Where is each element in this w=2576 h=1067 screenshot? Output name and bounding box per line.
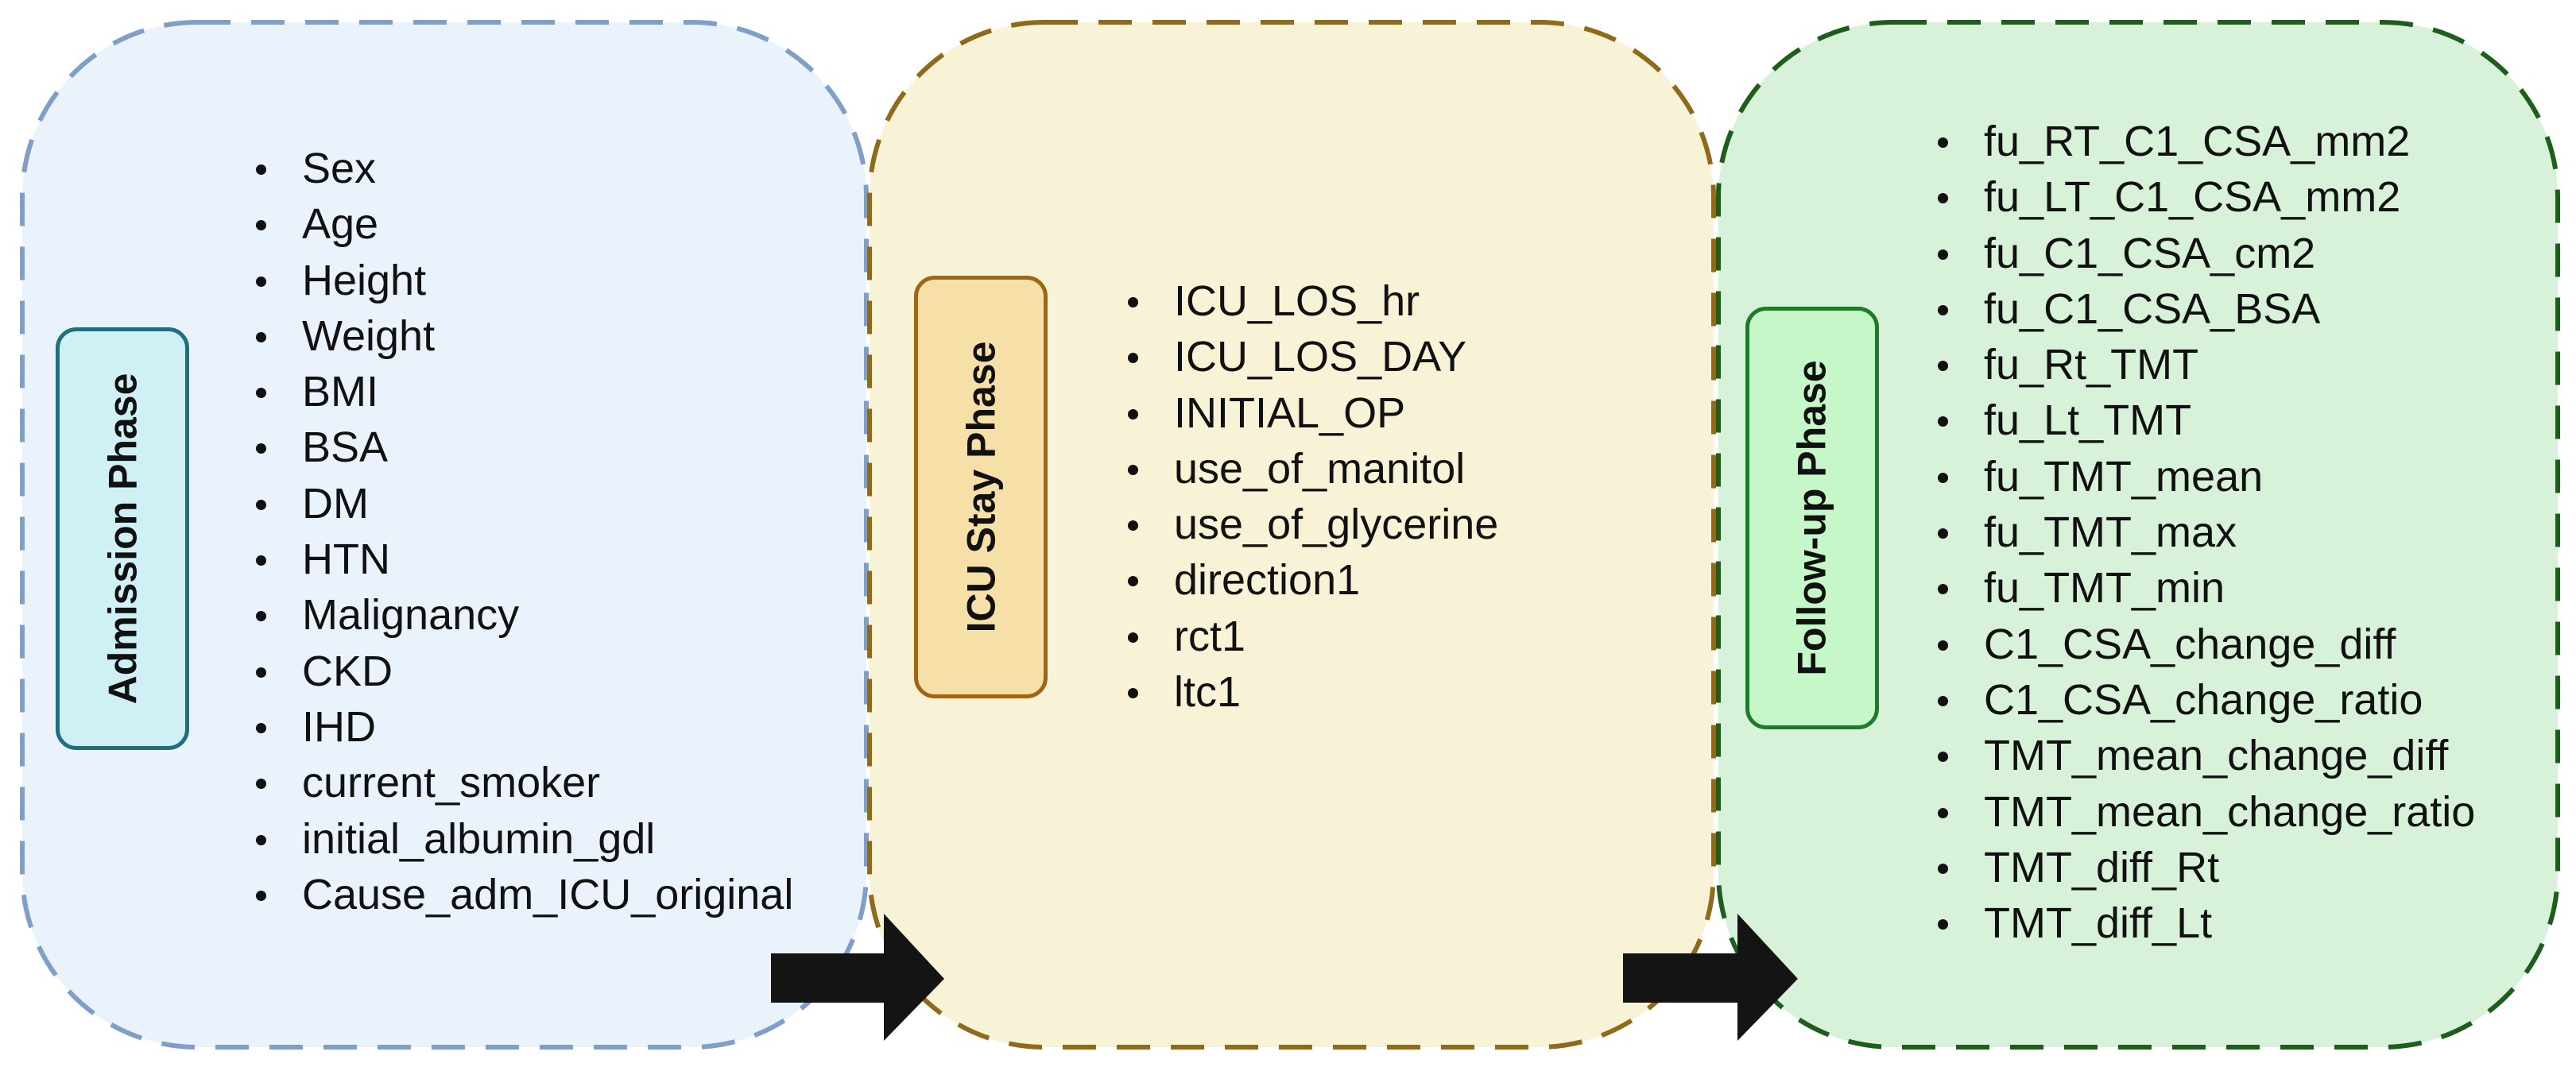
list-item: Cause_adm_ICU_original <box>251 867 793 922</box>
list-item: fu_TMT_mean <box>1933 449 2475 505</box>
admission-phase-box <box>20 20 869 1050</box>
list-item: fu_TMT_min <box>1933 560 2475 616</box>
follow-up-phase-title: Follow-up Phase <box>1790 360 1834 676</box>
list-item: ICU_LOS_DAY <box>1123 329 1498 385</box>
admission-variable-list: Sex Age Height Weight BMI BSA DM HTN Mal… <box>251 141 793 922</box>
list-item: rct1 <box>1123 609 1498 664</box>
list-item: ICU_LOS_hr <box>1123 273 1498 329</box>
icu-stay-variable-list: ICU_LOS_hr ICU_LOS_DAY INITIAL_OP use_of… <box>1123 273 1498 720</box>
icu-stay-phase-title: ICU Stay Phase <box>959 341 1004 633</box>
list-item: TMT_diff_Lt <box>1933 895 2475 951</box>
list-item: fu_TMT_max <box>1933 505 2475 560</box>
follow-up-variable-list: fu_RT_C1_CSA_mm2 fu_LT_C1_CSA_mm2 fu_C1_… <box>1933 114 2475 951</box>
list-item: TMT_mean_change_diff <box>1933 728 2475 783</box>
list-item: use_of_manitol <box>1123 441 1498 497</box>
list-item: fu_RT_C1_CSA_mm2 <box>1933 114 2475 169</box>
list-item: BSA <box>251 419 793 475</box>
list-item: Height <box>251 253 793 308</box>
admission-phase-title: Admission Phase <box>100 373 145 705</box>
icu-stay-phase-box <box>867 20 1716 1050</box>
list-item: fu_Rt_TMT <box>1933 337 2475 392</box>
icu-stay-phase-label: ICU Stay Phase <box>914 276 1048 698</box>
list-item: TMT_diff_Rt <box>1933 840 2475 895</box>
list-item: current_smoker <box>251 755 793 810</box>
arrow-right-icon <box>771 914 944 1041</box>
follow-up-phase-box <box>1716 20 2560 1050</box>
list-item: Weight <box>251 308 793 364</box>
list-item: BMI <box>251 364 793 419</box>
list-item: DM <box>251 476 793 532</box>
list-item: C1_CSA_change_diff <box>1933 617 2475 672</box>
list-item: Age <box>251 196 793 252</box>
list-item: C1_CSA_change_ratio <box>1933 672 2475 728</box>
list-item: CKD <box>251 644 793 699</box>
arrow-right-icon <box>1623 914 1798 1041</box>
list-item: INITIAL_OP <box>1123 385 1498 441</box>
list-item: HTN <box>251 532 793 587</box>
follow-up-phase-label: Follow-up Phase <box>1745 307 1879 729</box>
list-item: fu_Lt_TMT <box>1933 392 2475 448</box>
list-item: Malignancy <box>251 587 793 643</box>
list-item: use_of_glycerine <box>1123 497 1498 552</box>
list-item: Sex <box>251 141 793 196</box>
list-item: TMT_mean_change_ratio <box>1933 784 2475 840</box>
list-item: fu_C1_CSA_cm2 <box>1933 226 2475 281</box>
list-item: direction1 <box>1123 552 1498 608</box>
list-item: fu_LT_C1_CSA_mm2 <box>1933 169 2475 225</box>
list-item: initial_albumin_gdl <box>251 811 793 867</box>
list-item: fu_C1_CSA_BSA <box>1933 281 2475 337</box>
list-item: IHD <box>251 699 793 755</box>
list-item: ltc1 <box>1123 664 1498 720</box>
admission-phase-label: Admission Phase <box>56 327 189 750</box>
